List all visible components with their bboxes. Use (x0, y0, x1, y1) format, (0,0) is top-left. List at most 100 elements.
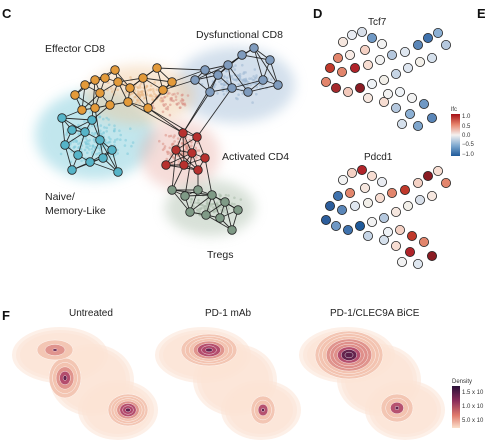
density-legend-tick-1: 1.0 x 10 (462, 404, 484, 410)
cell-point-activated (186, 94, 190, 97)
network-node-dysfunctional (205, 87, 215, 97)
network-edge (147, 107, 198, 138)
cell-point-effector (137, 86, 140, 90)
tcf7-node (354, 83, 365, 94)
cell-point-activated (172, 136, 175, 139)
pdcd1-node (376, 176, 387, 187)
cell-point-activated (160, 96, 163, 100)
cell-point-naive (79, 126, 83, 129)
network-node-effector (138, 73, 148, 83)
cell-point-activated (180, 101, 184, 105)
cell-point-dysfunctional (234, 78, 237, 81)
cell-point-naive (98, 148, 102, 151)
cell-point-activated (168, 146, 172, 150)
cell-point-tregs (209, 204, 212, 208)
cell-point-dysfunctional (225, 69, 228, 73)
cell-point-dysfunctional (253, 78, 256, 82)
cell-point-effector (151, 95, 154, 98)
cell-point-dysfunctional (216, 92, 219, 95)
cell-point-effector (151, 87, 155, 91)
network-node-tregs (180, 191, 190, 201)
cell-point-effector (129, 93, 132, 96)
cell-point-activated (161, 142, 165, 146)
cell-point-effector (149, 88, 152, 91)
network-edge (253, 47, 279, 86)
cell-point-activated (172, 99, 175, 103)
cell-point-tregs (227, 194, 230, 197)
network-node-dysfunctional (273, 80, 283, 90)
tcf7-node (404, 109, 415, 120)
network-node-effector (105, 100, 115, 110)
cell-point-tregs (208, 208, 211, 212)
network-node-dysfunctional (190, 75, 200, 85)
cell-point-activated (158, 139, 161, 143)
cell-point-naive (123, 144, 127, 147)
cell-point-effector (151, 98, 155, 101)
cell-point-dysfunctional (222, 93, 226, 96)
cell-point-naive (107, 123, 111, 127)
cell-point-effector (140, 90, 144, 94)
cell-point-activated (175, 103, 179, 106)
network-node-dysfunctional (249, 43, 259, 53)
cell-point-dysfunctional (237, 74, 240, 77)
cell-point-tregs (227, 207, 230, 210)
network-node-naive (98, 153, 108, 163)
network-node-tregs (220, 197, 230, 207)
cell-point-effector (124, 91, 128, 94)
pdcd1-node (390, 206, 401, 217)
tcf7-node (362, 60, 373, 71)
cell-point-naive (73, 145, 77, 149)
tcf7-node (332, 53, 343, 64)
pdcd1-node (402, 200, 413, 211)
network-node-activated (179, 160, 189, 170)
cell-point-effector (152, 90, 155, 93)
cell-point-activated (195, 156, 198, 159)
tcf7-node (342, 87, 353, 98)
cell-point-activated (177, 160, 181, 163)
cell-point-dysfunctional (270, 78, 273, 81)
cell-point-dysfunctional (236, 97, 239, 101)
density-pd1-contour (205, 347, 213, 353)
lfc-colorbar: lfc 1.0 0.5 0.0 −0.5 −1.0 (451, 107, 475, 158)
cell-point-naive (90, 147, 94, 151)
cell-point-naive (113, 153, 117, 157)
condition-title-bice: PD-1/CLEC9A BiCE (330, 308, 420, 319)
cell-point-effector (147, 89, 150, 92)
cell-point-effector (165, 94, 169, 98)
network-edge (99, 139, 119, 173)
cell-point-naive (98, 115, 101, 119)
cell-point-naive (102, 131, 105, 135)
network-node-effector (100, 73, 110, 83)
network-node-dysfunctional (265, 55, 275, 65)
cell-point-activated (168, 113, 172, 117)
cell-point-naive (95, 152, 98, 156)
cell-point-naive (114, 138, 117, 142)
cell-point-dysfunctional (255, 85, 259, 89)
network-node-tregs (201, 210, 211, 220)
network-edge (162, 79, 196, 91)
cell-point-naive (116, 152, 119, 155)
cell-point-activated (184, 146, 188, 150)
cell-point-effector (159, 98, 162, 102)
cluster-label-dysfunctional: Dysfunctional CD8 (196, 29, 283, 41)
pdcd1-node (378, 212, 389, 223)
panel-label-f: F (2, 308, 10, 323)
cell-point-activated (174, 95, 178, 98)
pdcd1-node (362, 230, 373, 241)
cell-point-dysfunctional (234, 64, 237, 67)
network-edge (184, 152, 193, 197)
tcf7-node (374, 55, 385, 66)
cell-point-naive (105, 126, 108, 130)
cell-point-activated (152, 106, 156, 110)
tcf7-node (412, 121, 423, 132)
cell-point-effector (116, 88, 119, 92)
gene-title-pdcd1: Pdcd1 (364, 152, 393, 163)
cell-point-effector (143, 97, 146, 100)
cell-point-naive (84, 143, 88, 146)
network-edge (147, 107, 184, 134)
network-node-activated (161, 160, 171, 170)
cell-point-naive (88, 144, 92, 148)
tcf7-node (356, 26, 367, 37)
network-edge (224, 201, 233, 231)
network-edge (61, 117, 93, 121)
